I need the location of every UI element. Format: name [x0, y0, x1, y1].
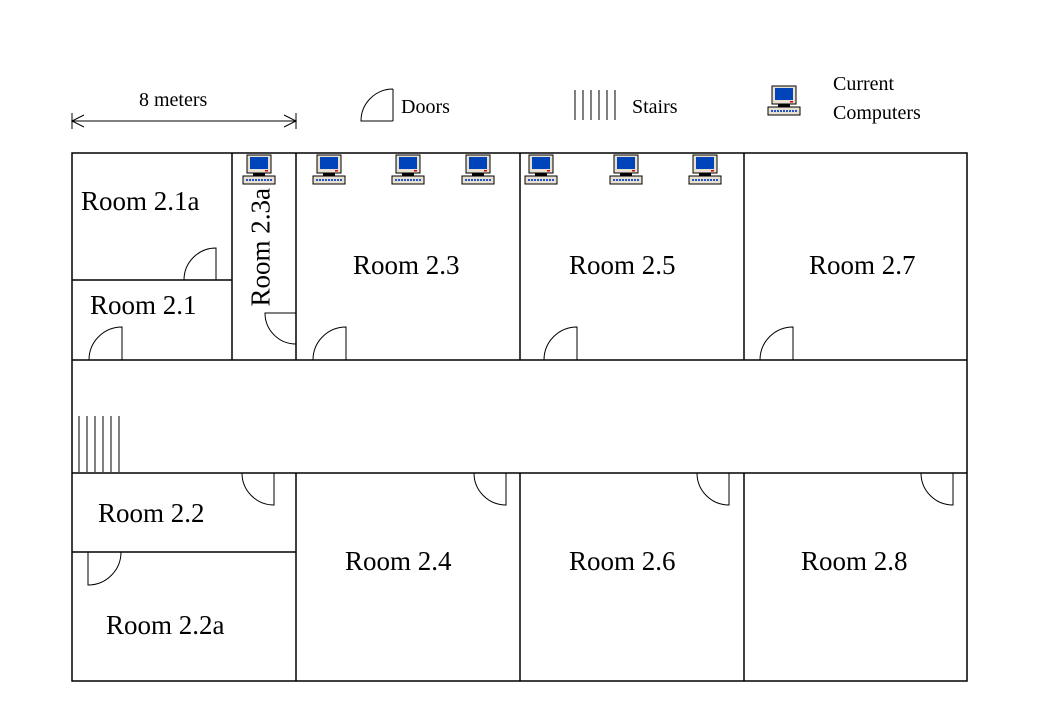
stairs-icon	[574, 90, 616, 120]
room-2-7-label: Room 2.7	[809, 250, 916, 280]
door-room-2-1a	[183, 247, 217, 281]
door-room-2-1	[88, 326, 123, 361]
door-room-2-5	[543, 326, 578, 361]
door-room-2-6	[696, 472, 730, 506]
door-room-2-7	[759, 326, 794, 361]
computers-legend-label-1: Current	[833, 73, 895, 95]
computer-icon	[688, 154, 722, 185]
stairs	[78, 416, 120, 472]
room-2-5-label: Room 2.5	[569, 250, 676, 280]
doors	[87, 88, 954, 586]
stairs-legend-label: Stairs	[632, 96, 678, 118]
door-room-2-3a	[264, 312, 297, 345]
room-2-3-label: Room 2.3	[353, 250, 460, 280]
door-room-2-2a	[87, 551, 122, 586]
room-2-8-label: Room 2.8	[801, 546, 908, 576]
room-2-1a-label: Room 2.1a	[81, 186, 200, 216]
scale-label: 8 meters	[139, 89, 208, 111]
room-2-4-label: Room 2.4	[345, 546, 452, 576]
room-2-2-label: Room 2.2	[98, 498, 205, 528]
room-2-3a-label: Room 2.3a	[245, 188, 276, 307]
computers-legend-label-2: Computers	[833, 102, 921, 124]
door-room-2-2	[241, 472, 275, 506]
computer-icon	[242, 154, 276, 185]
door-room-2-3	[312, 326, 347, 361]
room-2-1-label: Room 2.1	[90, 290, 197, 320]
door-room-2-4	[473, 472, 507, 506]
room-2-2a-label: Room 2.2a	[106, 610, 225, 640]
computer-icon	[312, 154, 346, 185]
computer-icon	[524, 154, 558, 185]
doors-legend-label: Doors	[401, 96, 450, 118]
door-room-2-8	[920, 472, 954, 506]
legend-computer-icon	[767, 85, 801, 116]
computer-icon	[461, 154, 495, 185]
computer-icon	[391, 154, 425, 185]
room-2-6-label: Room 2.6	[569, 546, 676, 576]
computer-icon	[609, 154, 643, 185]
walls	[71, 152, 968, 682]
scale-arrow	[70, 113, 298, 129]
legend-door-icon	[360, 88, 394, 122]
